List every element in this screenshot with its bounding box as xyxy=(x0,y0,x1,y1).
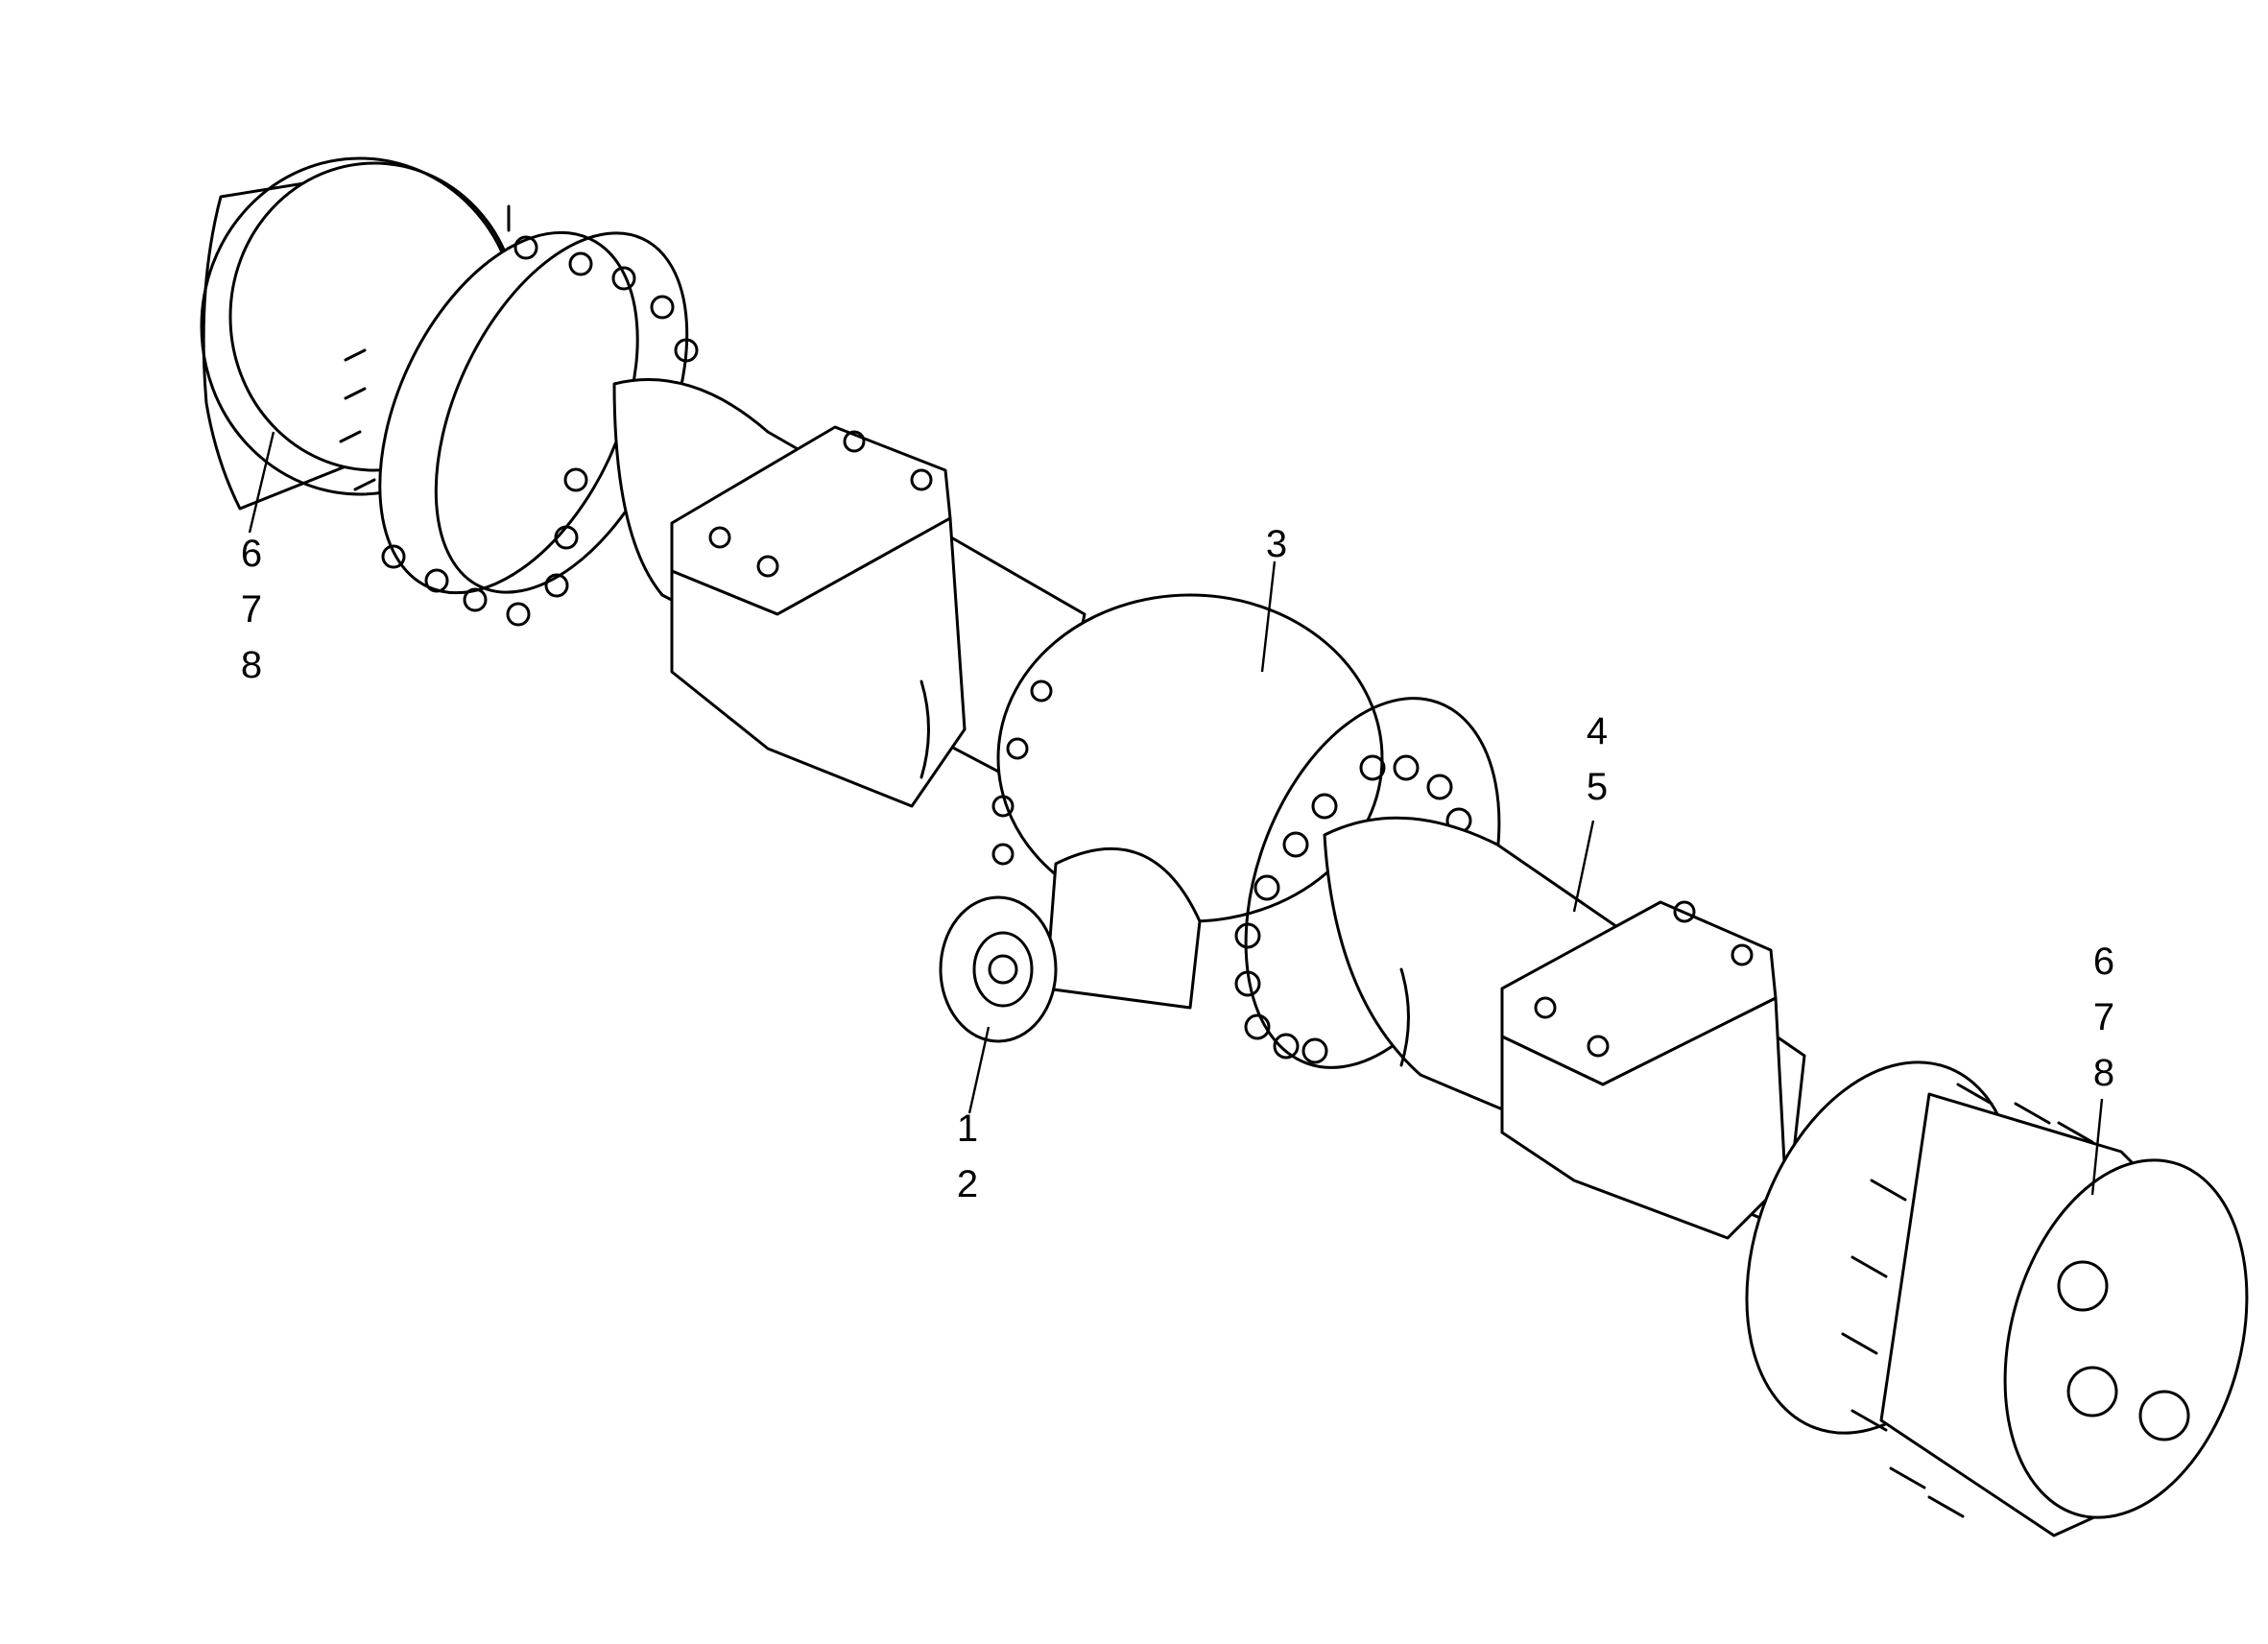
callout-right-hub: 6 7 8 xyxy=(2075,934,2133,1101)
callout-number: 2 xyxy=(956,1163,979,1205)
pinion-flange xyxy=(939,895,1058,1043)
callout-number: 3 xyxy=(1265,523,1288,565)
callout-number: 7 xyxy=(240,588,263,631)
differential-housing xyxy=(991,593,1501,1069)
left-hub-bolts xyxy=(339,204,699,627)
left-wheel-hub xyxy=(200,156,699,627)
callout-leader-lines xyxy=(248,431,2104,1196)
callout-number: 7 xyxy=(2092,996,2115,1038)
callout-number: 8 xyxy=(240,644,263,686)
callout-number: 5 xyxy=(1586,766,1609,808)
callout-number: 4 xyxy=(1586,710,1609,752)
right-spring-bracket xyxy=(1500,996,1787,1240)
callout-differential: 3 xyxy=(1248,516,1305,572)
right-wheel-hub xyxy=(1745,1060,2249,1537)
callout-number: 8 xyxy=(2092,1052,2115,1094)
callout-number: 6 xyxy=(2092,941,2115,983)
callout-number: 6 xyxy=(240,533,263,575)
callout-right-housing: 4 5 xyxy=(1568,703,1626,815)
callout-pinion-flange: 1 2 xyxy=(939,1101,996,1212)
left-spring-bracket xyxy=(670,516,967,808)
callout-left-hub: 6 7 8 xyxy=(223,526,280,693)
callout-number: 1 xyxy=(956,1108,979,1150)
